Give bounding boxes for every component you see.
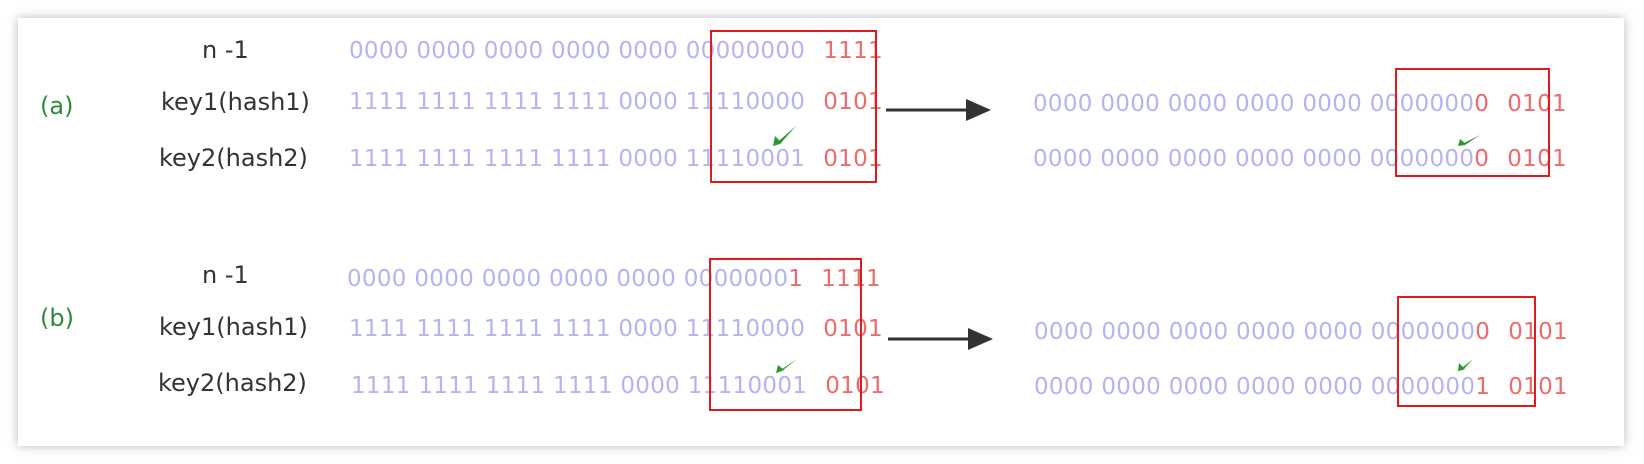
row-label-key2-a: key2(hash2) <box>159 144 308 172</box>
highlight-box-right-b <box>1397 296 1536 407</box>
bits-prefix: 0000 0000 0000 0000 0000 0000 <box>1033 146 1430 172</box>
row-label-n-minus-1-a: n -1 <box>202 36 249 64</box>
section-label-b: (b) <box>40 304 74 332</box>
bits-mid: 0001 <box>745 146 806 172</box>
bit-row-key1-a: 1111 1111 1111 1111 0000 11110000 0101 <box>349 91 883 114</box>
bits-low: 0101 <box>1507 146 1567 172</box>
bits-mid: 000 <box>1429 91 1475 117</box>
bit-row-n-minus-1-a: 0000 0000 0000 0000 0000 00000000 1111 <box>349 40 883 63</box>
arrow-b <box>888 328 993 350</box>
row-label-key2-b: key2(hash2) <box>158 369 307 397</box>
bits-mid: 0000 <box>745 89 806 115</box>
bits-mid: 0000 <box>745 316 806 342</box>
bits-mid: 0001 <box>747 373 808 399</box>
bits-low: 1111 <box>823 38 883 64</box>
bits-prefix: 1111 1111 1111 1111 0000 1111 <box>351 373 748 399</box>
bit-row-key2-a: 1111 1111 1111 1111 0000 11110001 0101 <box>349 148 883 171</box>
bits-prefix: 0000 0000 0000 0000 0000 0000 <box>1034 319 1431 345</box>
bits-mid-highlight: 0 <box>1474 146 1490 172</box>
bits-prefix: 0000 0000 0000 0000 0000 0000 <box>347 266 744 292</box>
bits-prefix: 0000 0000 0000 0000 0000 0000 <box>349 38 746 64</box>
row-label-n-minus-1-b: n -1 <box>202 261 249 289</box>
bits-prefix: 0000 0000 0000 0000 0000 0000 <box>1034 374 1431 400</box>
bits-prefix: 1111 1111 1111 1111 0000 1111 <box>349 146 746 172</box>
bit-row-key1-b: 1111 1111 1111 1111 0000 11110000 0101 <box>349 318 883 341</box>
bits-low: 0101 <box>823 146 883 172</box>
result-row-key2-b: 0000 0000 0000 0000 0000 00000001 0101 <box>1034 376 1568 399</box>
arrow-a <box>886 99 991 121</box>
bits-mid: 000 <box>1430 374 1476 400</box>
bits-prefix: 1111 1111 1111 1111 0000 1111 <box>349 316 746 342</box>
highlight-box-left-b <box>709 258 862 411</box>
bits-mid-highlight: 0 <box>1475 319 1491 345</box>
bits-low: 0101 <box>825 373 885 399</box>
check-icon-right-b <box>1458 359 1473 371</box>
bits-low: 0101 <box>823 89 883 115</box>
bits-low: 0101 <box>1507 91 1567 117</box>
row-label-key1-b: key1(hash1) <box>159 313 308 341</box>
bits-low: 1111 <box>821 266 881 292</box>
highlight-box-right-a <box>1395 68 1550 177</box>
bits-low: 0101 <box>1508 374 1568 400</box>
bits-low: 0101 <box>1508 319 1568 345</box>
section-label-a: (a) <box>40 92 74 120</box>
check-icon-left-b <box>776 359 797 373</box>
bit-row-key2-b: 1111 1111 1111 1111 0000 11110001 0101 <box>351 375 885 398</box>
bits-mid-highlight: 1 <box>1475 374 1491 400</box>
bits-mid: 000 <box>743 266 789 292</box>
bits-prefix: 0000 0000 0000 0000 0000 0000 <box>1033 91 1430 117</box>
diagram-overlay <box>773 99 1480 373</box>
highlight-box-left-a <box>710 30 877 183</box>
row-label-key1-a: key1(hash1) <box>161 88 310 116</box>
bits-mid-highlight: 1 <box>788 266 804 292</box>
bits-mid: 000 <box>1429 146 1475 172</box>
bits-low: 0101 <box>823 316 883 342</box>
check-icon-right-a <box>1458 135 1480 146</box>
bits-mid: 0000 <box>745 38 806 64</box>
diagram-card: (a) n -1 key1(hash1) key2(hash2) 0000 00… <box>18 18 1624 446</box>
check-icon-left-a <box>773 126 796 146</box>
bits-mid-highlight: 0 <box>1474 91 1490 117</box>
bits-mid: 000 <box>1430 319 1476 345</box>
bits-prefix: 1111 1111 1111 1111 0000 1111 <box>349 89 746 115</box>
